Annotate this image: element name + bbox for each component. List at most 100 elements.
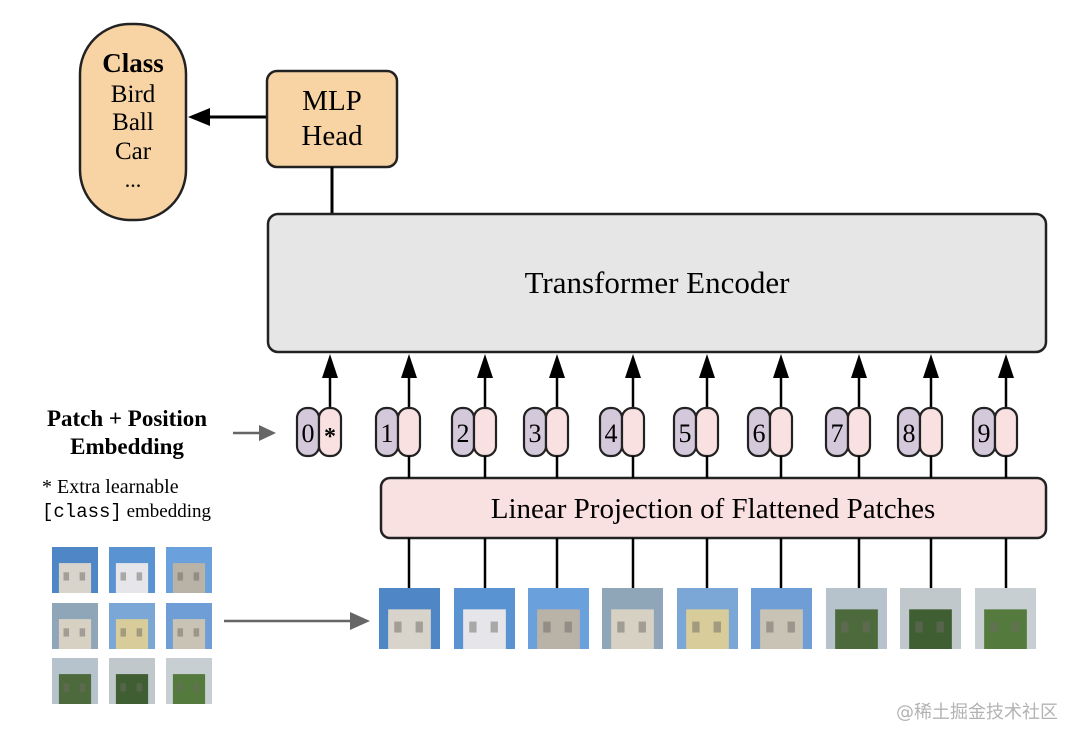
token-9: 9 [971, 354, 1019, 478]
patch-window [638, 621, 646, 633]
grid-patch-4 [52, 603, 98, 649]
patch-window [766, 621, 774, 633]
transformer-encoder-label: Transformer Encoder [525, 265, 791, 300]
patch-window [79, 683, 86, 692]
token-arrowhead [699, 354, 715, 378]
patch-window [193, 628, 200, 637]
class-output-box: Class Bird Ball Car ... [78, 22, 188, 222]
token-arrowhead [773, 354, 789, 378]
patch-window [120, 683, 127, 692]
patch-embedding-capsule [544, 406, 570, 458]
token-3: 3 [522, 354, 570, 478]
flattened-patch-sequence [379, 538, 1036, 649]
watermark-text: @稀土掘金技术社区 [896, 702, 1058, 723]
class-item-car: Car [115, 138, 152, 165]
patch-window [713, 621, 721, 633]
mlp-head-line2: Head [301, 120, 363, 152]
transformer-encoder-box: Transformer Encoder [266, 212, 1048, 354]
position-index-label: 7 [831, 419, 844, 448]
flattened-patch-2 [454, 588, 515, 649]
patch-window [120, 572, 127, 581]
patch-embedding-capsule [472, 406, 498, 458]
footnote-line1: * Extra learnable [42, 476, 179, 498]
patch-embedding-capsule [768, 406, 794, 458]
grid-patch-6 [166, 603, 212, 649]
patch-window [63, 572, 70, 581]
patch-window [469, 621, 477, 633]
flattened-patch-5 [677, 588, 738, 649]
image-patch-grid [52, 547, 212, 704]
grid-patch-7 [52, 658, 98, 704]
patch-window [63, 628, 70, 637]
class-title: Class [102, 48, 164, 78]
patch-window [990, 621, 998, 633]
position-index-label: 8 [903, 419, 916, 448]
patch-embedding-capsule [620, 406, 646, 458]
class-item-ball: Ball [112, 109, 154, 136]
patch-window [136, 683, 143, 692]
patch-window [841, 621, 849, 633]
patches-pointer-arrowhead [350, 612, 370, 630]
patch-window [692, 621, 700, 633]
position-index-label: 6 [753, 419, 766, 448]
patch-window [193, 683, 200, 692]
flattened-patch-4 [602, 588, 663, 649]
patch-window [177, 628, 184, 637]
token-arrowhead [923, 354, 939, 378]
token-2: 2 [450, 354, 498, 478]
patch-window [490, 621, 498, 633]
patch-window [543, 621, 551, 633]
class-item-ellipsis: ... [125, 167, 142, 192]
position-index-label: 9 [978, 419, 991, 448]
position-index-label: 5 [679, 419, 692, 448]
patch-window [1011, 621, 1019, 633]
grid-patch-1 [52, 547, 98, 593]
embedding-label-line1: Patch + Position [47, 406, 207, 431]
flattened-patch-3 [528, 588, 589, 649]
patch-window [136, 572, 143, 581]
class-item-bird: Bird [111, 81, 156, 108]
position-index-label: 1 [381, 419, 394, 448]
patch-embedding-capsule [694, 406, 720, 458]
grid-patch-8 [109, 658, 155, 704]
token-1: 1 [374, 354, 422, 478]
token-arrowhead [322, 354, 338, 378]
flattened-patch-9 [975, 588, 1036, 649]
mlp-head-line1: MLP [302, 85, 362, 117]
flattened-patch-6 [751, 588, 812, 649]
token-arrowhead [851, 354, 867, 378]
token-8: 8 [896, 354, 944, 478]
position-index-label: 2 [457, 419, 470, 448]
patch-window [63, 683, 70, 692]
token-5: 5 [672, 354, 720, 478]
patch-window [177, 683, 184, 692]
token-sequence: 0 * 1 2 3 4 5 6 7 8 9 [295, 354, 1019, 478]
patch-window [193, 572, 200, 581]
footnote-code: [class] [42, 501, 122, 523]
class-token-marker: * [324, 424, 336, 450]
token-arrowhead [477, 354, 493, 378]
token-arrowhead [998, 354, 1014, 378]
patch-window [79, 572, 86, 581]
patch-window [415, 621, 423, 633]
embedding-label-line2: Embedding [70, 434, 184, 459]
token-arrowhead [549, 354, 565, 378]
position-index-label: 4 [605, 419, 618, 448]
position-index-label: 0 [302, 419, 315, 448]
patch-window [79, 628, 86, 637]
mlp-to-class-arrowhead [188, 108, 210, 126]
grid-patch-9 [166, 658, 212, 704]
patch-embedding-capsule [846, 406, 872, 458]
patch-window [936, 621, 944, 633]
embedding-pointer-arrowhead [259, 425, 276, 441]
grid-patch-3 [166, 547, 212, 593]
flattened-patch-7 [826, 588, 887, 649]
patch-window [915, 621, 923, 633]
patch-window [787, 621, 795, 633]
linear-projection-box: Linear Projection of Flattened Patches [379, 476, 1048, 540]
token-6: 6 [746, 354, 794, 478]
token-arrowhead [625, 354, 641, 378]
grid-patch-5 [109, 603, 155, 649]
token-4: 4 [598, 354, 646, 478]
